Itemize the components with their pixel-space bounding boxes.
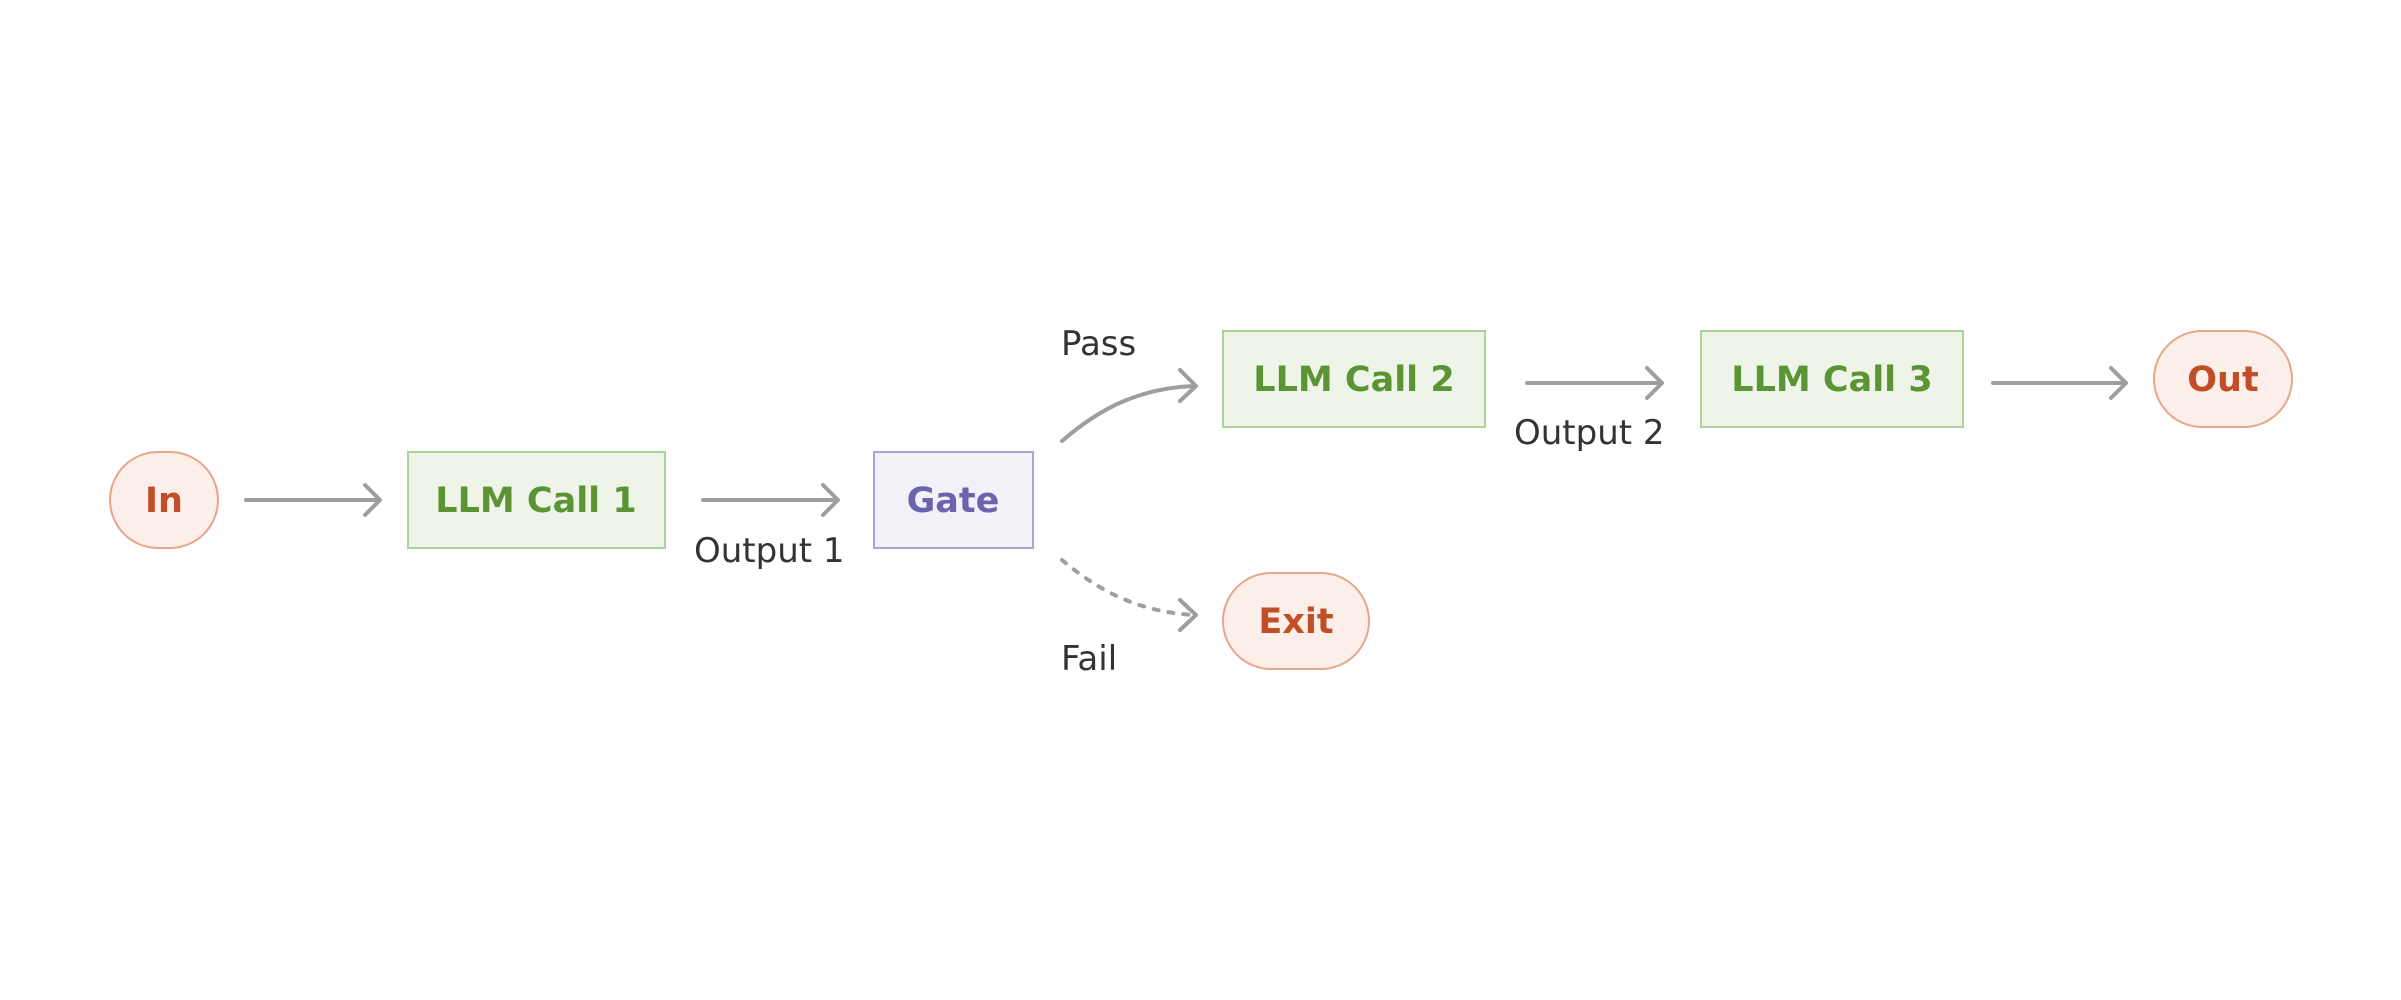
edge-llm-call-3-to-out-arrowhead <box>2109 366 2128 400</box>
node-out-label: Out <box>2187 360 2258 400</box>
edge-gate-to-exit-line <box>1060 558 1196 617</box>
node-llm-call-2-label: LLM Call 2 <box>1253 360 1454 400</box>
edge-label-output-1: Output 1 <box>694 531 845 571</box>
edge-in-to-llm-call-1 <box>244 483 382 517</box>
edge-gate-to-exit: Fail <box>1060 558 1198 679</box>
node-in-shape <box>109 451 219 549</box>
edge-gate-to-exit-arrowhead <box>1178 598 1198 632</box>
edge-gate-to-llm-call-2: Pass <box>1060 324 1198 443</box>
node-gate-shape <box>873 451 1034 549</box>
node-exit: Exit <box>1222 572 1370 670</box>
node-exit-shape <box>1222 572 1370 670</box>
edge-gate-to-llm-call-2-line <box>1060 384 1196 443</box>
edge-llm-call-1-to-gate: Output 1 <box>694 483 845 571</box>
node-in: In <box>109 451 219 549</box>
edge-label-fail: Fail <box>1061 639 1117 679</box>
node-llm-call-3-label: LLM Call 3 <box>1731 360 1932 400</box>
node-out: Out <box>2153 330 2293 428</box>
node-llm-call-2: LLM Call 2 <box>1222 330 1486 428</box>
edge-llm-call-2-to-llm-call-3-arrowhead <box>1645 366 1664 400</box>
node-gate: Gate <box>873 451 1034 549</box>
node-llm-call-1: LLM Call 1 <box>407 451 666 549</box>
node-exit-label: Exit <box>1258 602 1333 642</box>
edge-llm-call-1-to-gate-arrowhead <box>821 483 840 517</box>
edge-llm-call-3-to-out <box>1991 366 2128 400</box>
node-gate-label: Gate <box>907 481 1000 521</box>
node-out-shape <box>2153 330 2293 428</box>
node-in-label: In <box>145 481 183 521</box>
node-llm-call-3-shape <box>1700 330 1964 428</box>
node-llm-call-1-label: LLM Call 1 <box>435 481 636 521</box>
node-llm-call-1-shape <box>407 451 666 549</box>
node-llm-call-3: LLM Call 3 <box>1700 330 1964 428</box>
node-llm-call-2-shape <box>1222 330 1486 428</box>
edge-in-to-llm-call-1-arrowhead <box>363 483 382 517</box>
edge-llm-call-2-to-llm-call-3: Output 2 <box>1514 366 1665 453</box>
edge-label-pass: Pass <box>1061 324 1136 364</box>
edge-gate-to-llm-call-2-arrowhead <box>1178 368 1198 403</box>
edge-label-output-2: Output 2 <box>1514 413 1665 453</box>
